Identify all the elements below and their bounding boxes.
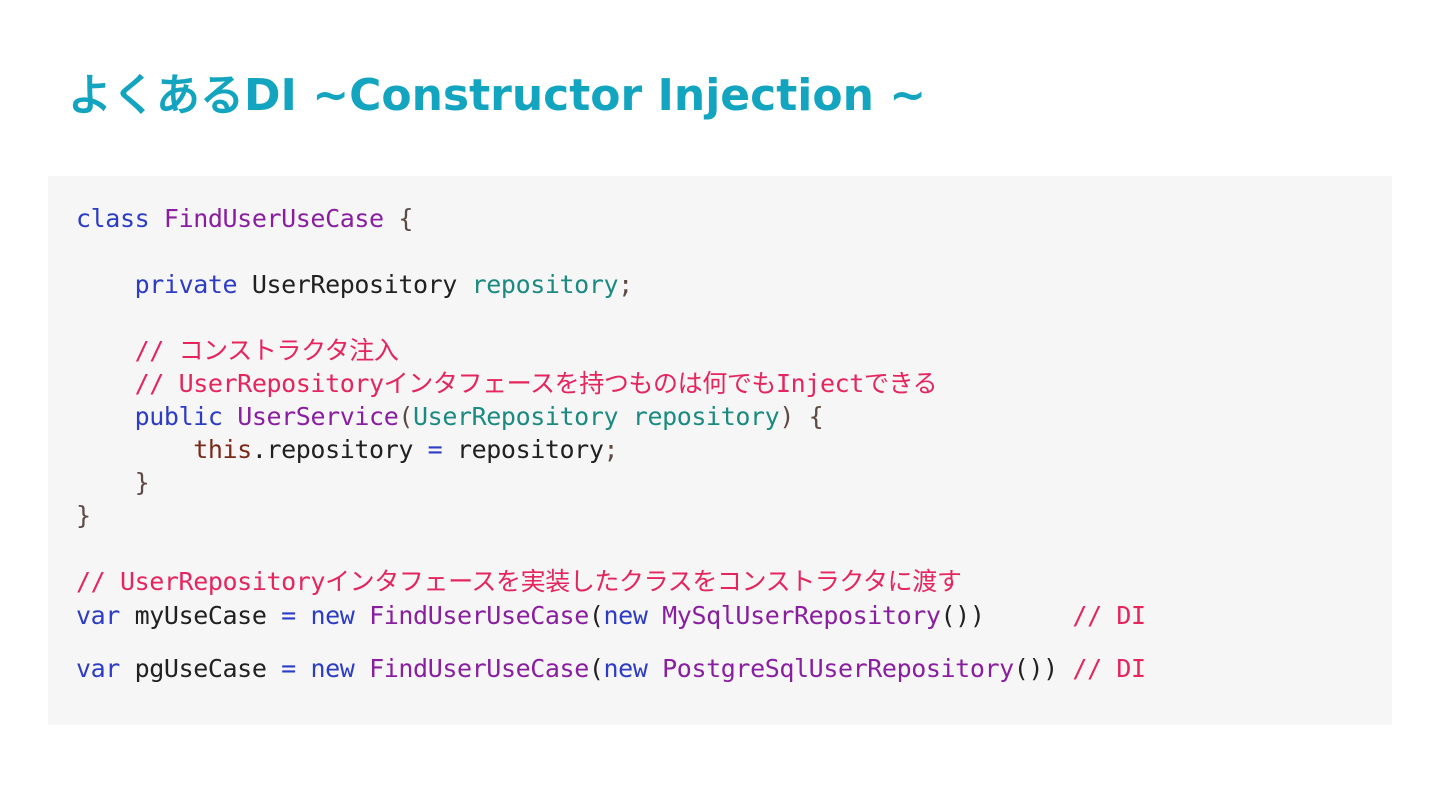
class-name: FindUserUseCase bbox=[369, 601, 589, 630]
code-line-mysql-usecase: var myUseCase = new FindUserUseCase(new … bbox=[76, 599, 1146, 632]
comment: // UserRepositoryインタフェースを持つものは何でもInjectで… bbox=[134, 369, 938, 398]
field-name: repository bbox=[471, 270, 619, 299]
close-parens: ()) bbox=[1013, 654, 1058, 683]
open-paren: ( bbox=[588, 654, 604, 683]
comment: // コンストラクタ注入 bbox=[134, 336, 399, 365]
code-line-constructor-signature: public UserService(UserRepository reposi… bbox=[76, 400, 824, 433]
field-type: UserRepository bbox=[251, 270, 458, 299]
code-line-comment-interface: // UserRepositoryインタフェースを持つものは何でもInjectで… bbox=[76, 367, 938, 400]
keyword-new: new bbox=[603, 601, 648, 630]
code-line-class-declaration: class FindUserUseCase { bbox=[76, 202, 413, 235]
assign-operator: = bbox=[281, 601, 296, 630]
member-access: .repository bbox=[251, 435, 414, 464]
close-parens: ()) bbox=[940, 601, 985, 630]
code-line-comment-usage: // UserRepositoryインタフェースを実装したクラスをコンストラクタ… bbox=[76, 565, 962, 598]
close-brace: } bbox=[134, 468, 150, 497]
class-name: FindUserUseCase bbox=[163, 204, 384, 233]
code-line-constructor-close: } bbox=[76, 466, 150, 499]
assign-operator: = bbox=[281, 654, 296, 683]
code-line-comment-constructor: // コンストラクタ注入 bbox=[76, 334, 399, 367]
keyword-var: var bbox=[76, 654, 120, 683]
comment: // UserRepositoryインタフェースを実装したクラスをコンストラクタ… bbox=[76, 567, 962, 596]
comment-di: // DI bbox=[1072, 654, 1146, 683]
assigned-value: repository bbox=[456, 435, 604, 464]
keyword-this: this bbox=[193, 435, 252, 464]
code-line-postgres-usecase: var pgUseCase = new FindUserUseCase(new … bbox=[76, 652, 1146, 685]
slide-title: よくあるDI ~Constructor Injection ~ bbox=[68, 70, 927, 121]
variable-name: pgUseCase bbox=[134, 654, 267, 683]
assign-operator: = bbox=[427, 435, 443, 464]
code-line-assignment: this.repository = repository; bbox=[76, 433, 618, 466]
keyword-public: public bbox=[134, 402, 223, 431]
semicolon: ; bbox=[603, 435, 619, 464]
constructor-name: UserService bbox=[237, 402, 399, 431]
close-paren: ) bbox=[779, 402, 794, 431]
code-block bbox=[48, 176, 1392, 725]
keyword-new: new bbox=[310, 601, 355, 630]
keyword-class: class bbox=[76, 204, 150, 233]
keyword-new: new bbox=[603, 654, 648, 683]
implementation-class: PostgreSqlUserRepository bbox=[662, 654, 1014, 683]
comment-di: // DI bbox=[1072, 601, 1146, 630]
code-line-class-close: } bbox=[76, 499, 91, 532]
variable-name: myUseCase bbox=[134, 601, 267, 630]
open-brace: { bbox=[808, 402, 824, 431]
keyword-var: var bbox=[76, 601, 120, 630]
open-brace: { bbox=[398, 204, 414, 233]
semicolon: ; bbox=[618, 270, 633, 299]
open-paren: ( bbox=[398, 402, 414, 431]
close-brace: } bbox=[76, 501, 91, 530]
keyword-new: new bbox=[310, 654, 355, 683]
code-line-field-declaration: private UserRepository repository; bbox=[76, 268, 634, 301]
param-name: repository bbox=[632, 402, 780, 431]
keyword-private: private bbox=[134, 270, 238, 299]
class-name: FindUserUseCase bbox=[369, 654, 589, 683]
param-type: UserRepository bbox=[413, 402, 619, 431]
implementation-class: MySqlUserRepository bbox=[662, 601, 941, 630]
open-paren: ( bbox=[588, 601, 604, 630]
